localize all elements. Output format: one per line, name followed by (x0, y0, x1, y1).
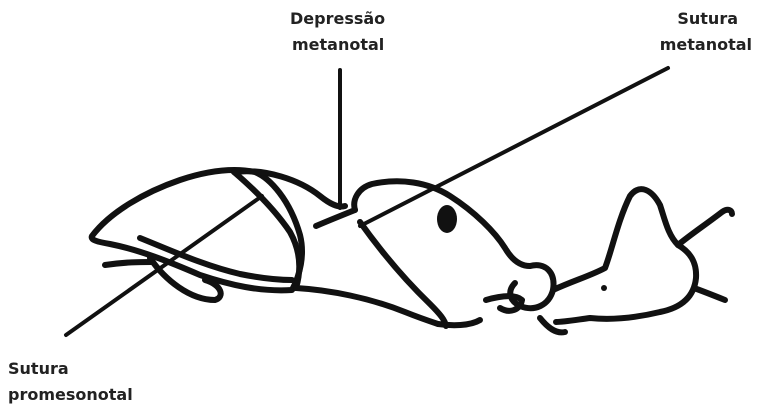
label-depressao-metanotal-line2: metanotal (292, 32, 385, 58)
label-depressao-metanotal-line1: Depressão (290, 6, 385, 32)
leg-stub (105, 262, 152, 265)
propodeal-spiracle (437, 205, 457, 233)
petiolar-spiracle (601, 285, 607, 291)
label-depressao-metanotal: Depressão metanotal (290, 6, 385, 58)
petiole-outline (553, 189, 696, 322)
label-sutura-promesonotal-line1: Sutura (8, 356, 133, 382)
petiole-node-connector (678, 210, 732, 245)
metanotal-groove-lip (316, 210, 355, 226)
gaster-connector (694, 288, 725, 300)
label-sutura-promesonotal-line2: promesonotal (8, 382, 133, 408)
pointer-line-sutura-metanotal (360, 68, 668, 226)
pointer-line-sutura-promesonotal (66, 196, 262, 335)
pronotum-outline (92, 170, 302, 290)
promesonotal-suture-shape (234, 172, 299, 288)
propodeal-lobe (510, 265, 553, 308)
label-sutura-metanotal-line2: metanotal (660, 32, 752, 58)
label-sutura-metanotal: Sutura metanotal (660, 6, 752, 58)
label-sutura-promesonotal: Sutura promesonotal (8, 356, 133, 408)
label-sutura-metanotal-line1: Sutura (660, 6, 752, 32)
